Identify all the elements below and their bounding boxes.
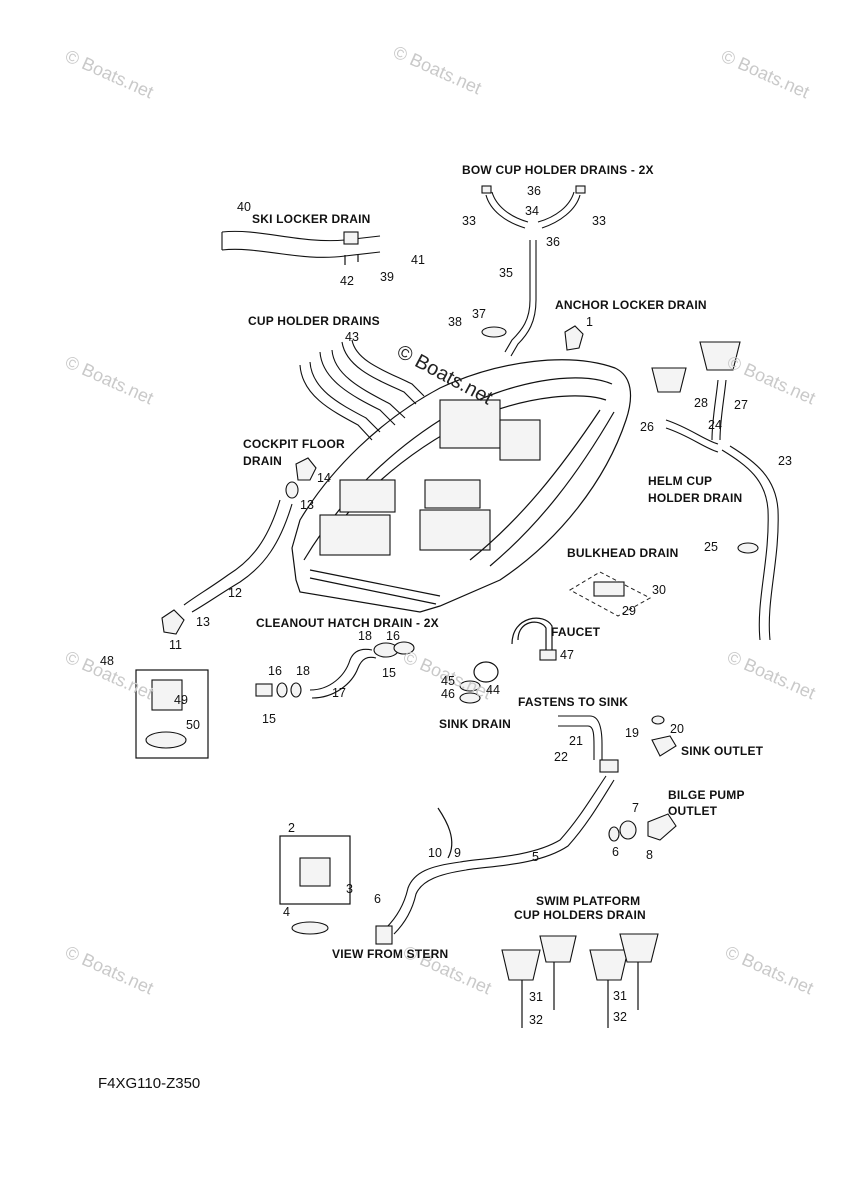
bow-cup-holder-tubes — [481, 185, 586, 357]
callout-number: 1 — [586, 315, 593, 329]
callout-number: 39 — [380, 270, 394, 284]
callout-number: 33 — [462, 214, 476, 228]
label-sink-drain: SINK DRAIN — [439, 717, 512, 731]
helm-cup-tubes — [651, 341, 779, 641]
faucet-sink-parts — [459, 617, 557, 704]
callout-number: 30 — [652, 583, 666, 597]
cup-holder-tubes — [299, 339, 425, 441]
label-swim-platform: SWIM PLATFORM — [536, 894, 641, 908]
callout-number: 17 — [332, 686, 346, 700]
callout-number: 32 — [613, 1010, 627, 1024]
callout-number: 15 — [262, 712, 276, 726]
label-outlet: OUTLET — [668, 804, 718, 818]
label-cup-holder-drains: CUP HOLDER DRAINS — [248, 314, 380, 328]
boat-hull — [291, 359, 632, 613]
label-cup-holders-drain: CUP HOLDERS DRAIN — [514, 908, 646, 922]
swim-platform-cups — [501, 933, 659, 1028]
callout-number: 8 — [646, 848, 653, 862]
bulkhead-drain-part — [568, 571, 652, 617]
label-bow-cup-holder-drains: BOW CUP HOLDER DRAINS - 2X — [462, 163, 654, 177]
label-cleanout-hatch-drain: CLEANOUT HATCH DRAIN - 2X — [256, 616, 439, 630]
label-ski-locker-drain: SKI LOCKER DRAIN — [252, 212, 371, 226]
label-view-from-stern: VIEW FROM STERN — [332, 947, 449, 961]
callout-number: 16 — [386, 629, 400, 643]
callout-number: 36 — [527, 184, 541, 198]
callout-number: 49 — [174, 693, 188, 707]
callout-number: 21 — [569, 734, 583, 748]
callout-number: 47 — [560, 648, 574, 662]
callout-number: 31 — [613, 989, 627, 1003]
callout-number: 46 — [441, 687, 455, 701]
callout-number: 13 — [196, 615, 210, 629]
callout-number: 7 — [632, 801, 639, 815]
label-anchor-locker-drain: ANCHOR LOCKER DRAIN — [555, 298, 707, 312]
callout-number: 27 — [734, 398, 748, 412]
callout-number: 25 — [704, 540, 718, 554]
sink-outlet-parts — [558, 715, 677, 842]
callout-number: 34 — [525, 204, 539, 218]
callout-number: 40 — [237, 200, 251, 214]
callout-number: 20 — [670, 722, 684, 736]
ski-locker-tube — [221, 230, 381, 265]
callout-number: 9 — [454, 846, 461, 860]
callout-number: 33 — [592, 214, 606, 228]
callout-number: 10 — [428, 846, 442, 860]
callout-number: 4 — [283, 905, 290, 919]
callout-number: 45 — [441, 674, 455, 688]
callout-number: 48 — [100, 654, 114, 668]
callout-number: 36 — [546, 235, 560, 249]
callout-number: 41 — [411, 253, 425, 267]
label-bulkhead-drain: BULKHEAD DRAIN — [567, 546, 679, 560]
bilge-hose — [375, 775, 615, 945]
callout-number: 13 — [300, 498, 314, 512]
callout-number: 18 — [358, 629, 372, 643]
callout-number: 5 — [532, 850, 539, 864]
callout-number: 2 — [288, 821, 295, 835]
label-fastens-to-sink: FASTENS TO SINK — [518, 695, 629, 709]
callout-number: 22 — [554, 750, 568, 764]
label-faucet: FAUCET — [551, 625, 601, 639]
callout-number: 3 — [346, 882, 353, 896]
cleanout-hatch-parts — [255, 641, 415, 699]
callout-number: 42 — [340, 274, 354, 288]
label-sink-outlet: SINK OUTLET — [681, 744, 764, 758]
callout-number: 12 — [228, 586, 242, 600]
callout-number: 6 — [374, 892, 381, 906]
callout-number: 23 — [778, 454, 792, 468]
label-drain: DRAIN — [243, 454, 282, 468]
callout-number: 16 — [268, 664, 282, 678]
bilge-pump-box — [279, 835, 351, 935]
cockpit-floor-drain-tube — [161, 457, 317, 635]
callout-number: 29 — [622, 604, 636, 618]
callout-number: 6 — [612, 845, 619, 859]
callout-number: 35 — [499, 266, 513, 280]
callout-number: 11 — [169, 638, 182, 652]
callout-number: 28 — [694, 396, 708, 410]
callout-number: 44 — [486, 683, 500, 697]
callout-number: 38 — [448, 315, 462, 329]
label-cockpit-floor: COCKPIT FLOOR — [243, 437, 345, 451]
callout-number: 14 — [317, 471, 331, 485]
drawing-code: F4XG110-Z350 — [98, 1075, 201, 1092]
callout-number: 19 — [625, 726, 639, 740]
callout-number: 37 — [472, 307, 486, 321]
callout-number: 24 — [708, 418, 722, 432]
callout-number: 31 — [529, 990, 543, 1004]
callout-number: 32 — [529, 1013, 543, 1027]
part-48-box — [135, 669, 209, 759]
callout-number: 50 — [186, 718, 200, 732]
label-holder-drain: HOLDER DRAIN — [648, 491, 743, 505]
callout-number: 43 — [345, 330, 359, 344]
callout-number: 15 — [382, 666, 396, 680]
callout-number: 26 — [640, 420, 654, 434]
label-bilge-pump: BILGE PUMP — [668, 788, 745, 802]
callout-number: 18 — [296, 664, 310, 678]
label-helm-cup: HELM CUP — [648, 474, 713, 488]
